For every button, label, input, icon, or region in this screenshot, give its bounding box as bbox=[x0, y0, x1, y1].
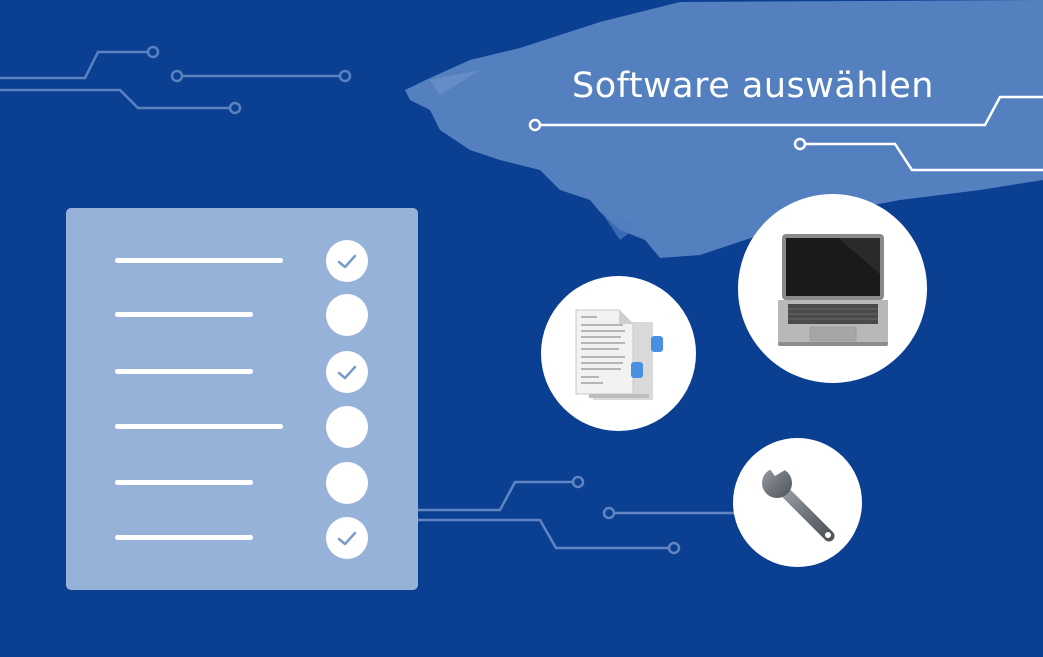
wrench-icon bbox=[762, 460, 835, 542]
circuit-lines-banner bbox=[528, 95, 1043, 172]
check-circle-checked bbox=[326, 517, 368, 559]
checklist-row bbox=[66, 461, 418, 505]
checklist-row bbox=[66, 293, 418, 337]
checklist-row bbox=[66, 239, 418, 283]
brush-stroke bbox=[405, 0, 1043, 258]
check-circle-checked bbox=[326, 240, 368, 282]
checklist-row bbox=[66, 405, 418, 449]
checklist-card bbox=[66, 208, 418, 590]
checkmark-icon bbox=[337, 531, 357, 546]
wrench-circle bbox=[733, 438, 862, 567]
circuit-lines-bottom bbox=[418, 475, 734, 555]
checklist-line bbox=[115, 258, 283, 263]
checkmark-icon bbox=[337, 254, 357, 269]
checklist-line bbox=[115, 480, 253, 485]
laptop-icon bbox=[778, 234, 888, 346]
check-circle-empty bbox=[326, 294, 368, 336]
checkmark-icon bbox=[337, 365, 357, 380]
check-circle-checked bbox=[326, 351, 368, 393]
documents-icon bbox=[575, 309, 663, 400]
banner-title: Software auswählen bbox=[572, 66, 934, 106]
laptop-circle bbox=[738, 194, 927, 383]
checklist-line bbox=[115, 369, 253, 374]
checklist-line bbox=[115, 424, 283, 429]
check-circle-empty bbox=[326, 462, 368, 504]
documents-circle bbox=[541, 276, 696, 431]
checklist-row bbox=[66, 350, 418, 394]
circuit-lines-top-left bbox=[0, 45, 352, 115]
check-circle-empty bbox=[326, 406, 368, 448]
checklist-line bbox=[115, 535, 253, 540]
checklist-row bbox=[66, 516, 418, 560]
checklist-line bbox=[115, 312, 253, 317]
